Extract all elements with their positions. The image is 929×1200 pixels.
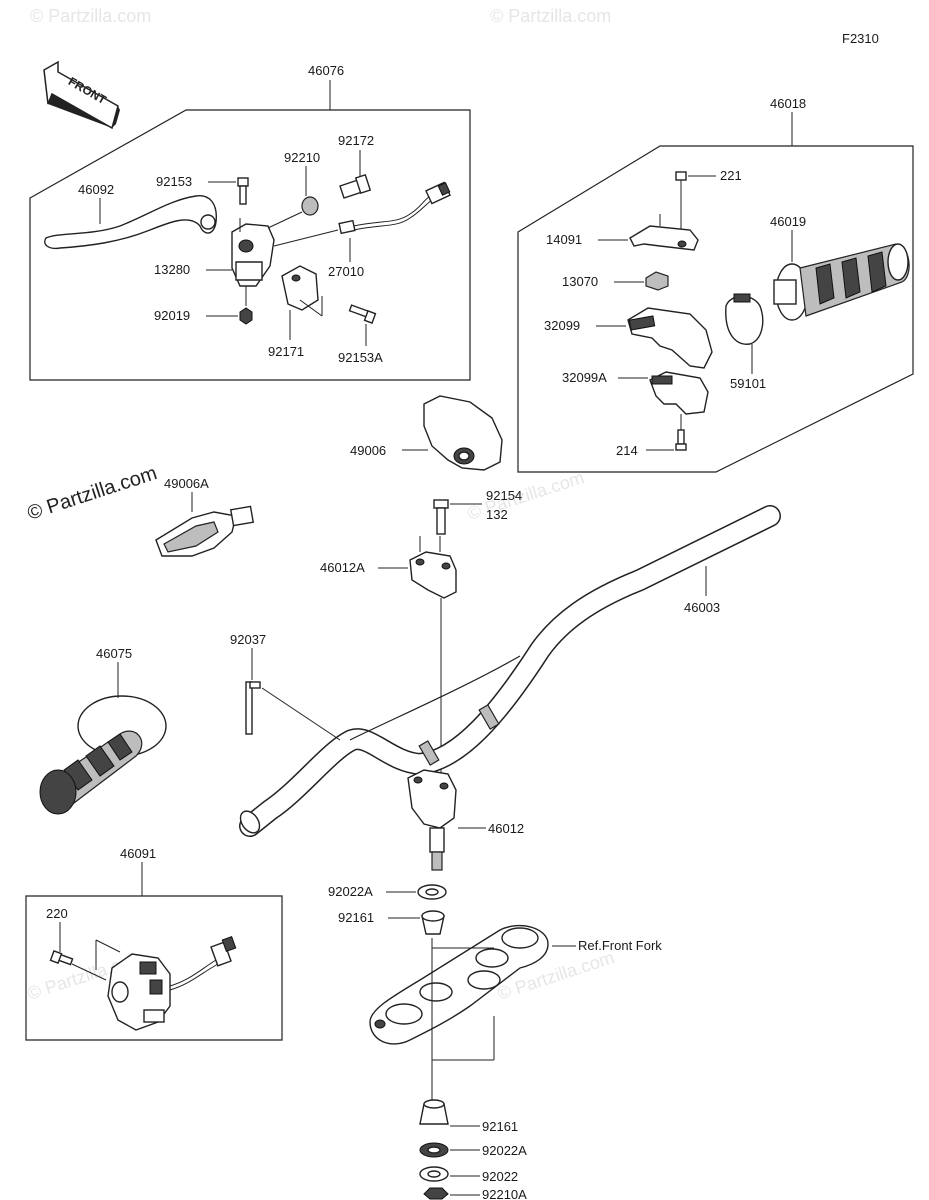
triple-clamp	[369, 924, 549, 1045]
label-46076: 46076	[308, 63, 344, 78]
grip-46075	[39, 695, 167, 815]
label-92153: 92153	[156, 174, 192, 189]
label-92171: 92171	[268, 344, 304, 359]
label-46018: 46018	[770, 96, 806, 111]
clamp-92171	[281, 265, 319, 311]
label-46003: 46003	[684, 600, 720, 615]
label-ref-front-fork: Ref.Front Fork	[578, 938, 662, 953]
label-46091: 46091	[120, 846, 156, 861]
switch-group: 46091 220	[25, 846, 283, 1041]
label-92022: 92022	[482, 1169, 518, 1184]
collar-59101	[725, 295, 764, 345]
label-27010: 27010	[328, 264, 364, 279]
label-92210a: 92210A	[482, 1187, 527, 1200]
copyright-text: © Partzilla.com	[25, 462, 160, 525]
label-92161-bottom: 92161	[482, 1119, 518, 1134]
label-32099a: 32099A	[562, 370, 607, 385]
label-220: 220	[46, 906, 68, 921]
cover-14091	[629, 225, 699, 251]
guard-49006a	[155, 505, 255, 557]
label-46012: 46012	[488, 821, 524, 836]
band-92037	[245, 681, 261, 735]
label-13070: 13070	[562, 274, 598, 289]
label-49006: 49006	[350, 443, 386, 458]
grip-46019	[773, 243, 910, 321]
label-46019: 46019	[770, 214, 806, 229]
watermark-mid: © Partzilla.com	[465, 467, 587, 524]
label-14091: 14091	[546, 232, 582, 247]
holder-46012a	[409, 551, 457, 599]
case-32099	[627, 307, 713, 369]
label-32099: 32099	[544, 318, 580, 333]
front-arrow-icon: FRONT	[43, 60, 120, 130]
label-46092: 46092	[78, 182, 114, 197]
label-92153a: 92153A	[338, 350, 383, 365]
clutch-lever-frame	[29, 109, 471, 381]
label-13280: 13280	[154, 262, 190, 277]
clutch-lever-group: 46076 46092 92153 13280 92019 92210 9217	[29, 63, 471, 381]
label-221: 221	[720, 168, 742, 183]
throttle-group: 46018 221 14091 13070 32099 32099A 214	[517, 96, 914, 473]
label-46012a: 46012A	[320, 560, 365, 575]
label-92022a-bottom: 92022A	[482, 1143, 527, 1158]
label-92022a-top: 92022A	[328, 884, 373, 899]
label-92154: 92154	[486, 488, 522, 503]
ref-code: F2310	[842, 31, 879, 46]
throttle-frame	[517, 145, 914, 473]
guard-49006	[423, 395, 503, 471]
label-qty-132: 132	[486, 507, 508, 522]
label-92172: 92172	[338, 133, 374, 148]
handlebar-46003	[239, 505, 781, 837]
label-92019: 92019	[154, 308, 190, 323]
lever-46092	[44, 195, 217, 250]
label-59101: 59101	[730, 376, 766, 391]
label-92037: 92037	[230, 632, 266, 647]
watermark-top-right: © Partzilla.com	[490, 6, 611, 26]
label-49006a: 49006A	[164, 476, 209, 491]
watermark-top-left: © Partzilla.com	[30, 6, 151, 26]
label-46075: 46075	[96, 646, 132, 661]
label-214: 214	[616, 443, 638, 458]
label-92161-top: 92161	[338, 910, 374, 925]
holder-46012	[407, 769, 457, 871]
label-92210: 92210	[284, 150, 320, 165]
switch-frame	[25, 895, 283, 1041]
